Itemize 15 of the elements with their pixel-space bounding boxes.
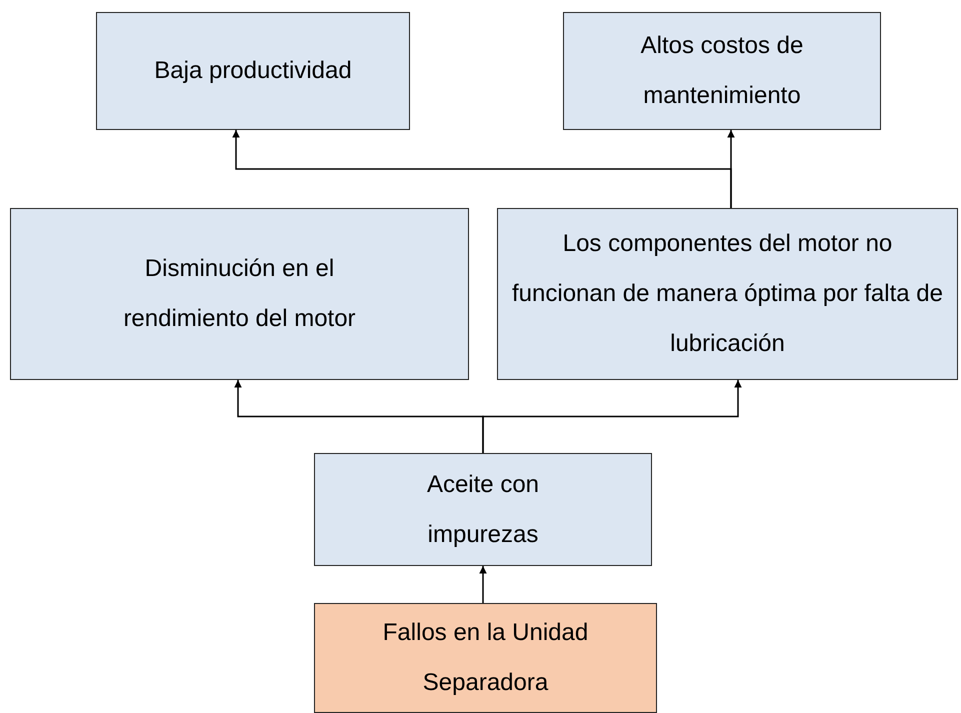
arrow (727, 130, 735, 208)
box-text: Los componentes del motor no funcionan de manera óptima por falta de lubricación (511, 229, 944, 359)
arrow (482, 380, 742, 453)
arrow (479, 566, 487, 603)
box-text: Altos costos de mantenimiento (640, 31, 804, 111)
process-box (314, 603, 657, 713)
box-text: Disminución en el rendimiento del motor (122, 254, 357, 334)
box-text: Aceite con impurezas (426, 470, 540, 550)
box-text: Fallos en la Unidad Separadora (382, 618, 590, 698)
process-box (10, 208, 469, 380)
process-box (96, 12, 410, 130)
process-box (314, 453, 652, 566)
box-text: Baja productividad (154, 56, 352, 86)
process-box (563, 12, 881, 130)
process-box (497, 208, 958, 380)
